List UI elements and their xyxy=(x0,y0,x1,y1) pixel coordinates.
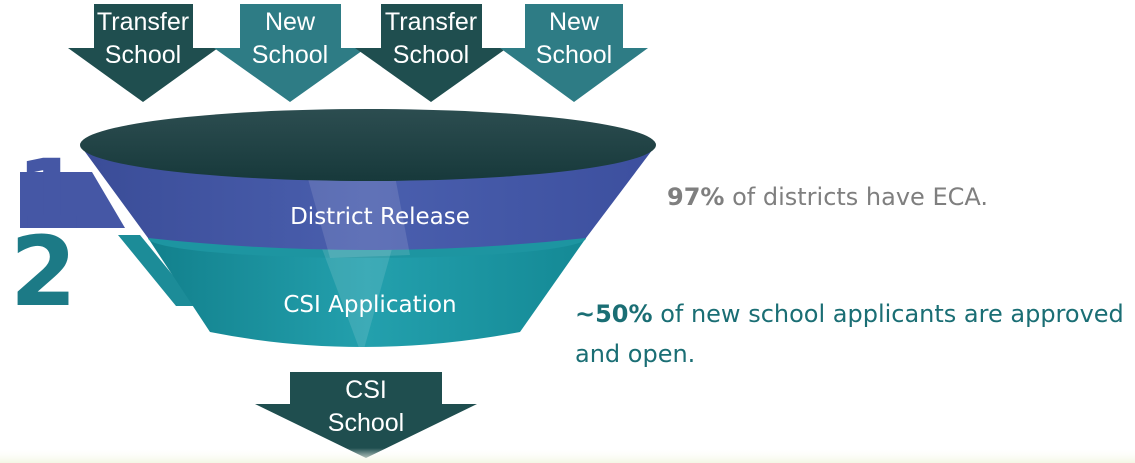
step-2-marker: 2 xyxy=(10,216,198,328)
stat-new-school-approved-text: of new school applicants are approved an… xyxy=(575,300,1124,368)
funnel-label-csi-application: CSI Application xyxy=(283,292,456,318)
top-arrow-3-line1: Transfer xyxy=(385,8,477,36)
top-arrow-4-line1: New xyxy=(549,8,600,36)
top-arrow-2: New School xyxy=(214,4,366,102)
bottom-fade xyxy=(0,448,1135,463)
top-arrow-3: Transfer School xyxy=(355,4,507,102)
top-arrow-1-line1: Transfer xyxy=(97,8,189,36)
top-arrow-2-line2: School xyxy=(252,41,328,69)
step-2-number: 2 xyxy=(10,216,77,328)
funnel-top-rim xyxy=(80,109,656,181)
stat-districts-eca-value: 97% xyxy=(667,183,725,211)
step-1-number: 1 xyxy=(16,139,83,251)
stat-districts-eca: 97% of districts have ECA. xyxy=(667,177,988,217)
top-arrow-4: New School xyxy=(500,4,648,102)
output-arrow-line1: CSI xyxy=(345,376,387,404)
top-arrow-1: Transfer School xyxy=(68,4,218,102)
top-arrow-3-line2: School xyxy=(393,41,469,69)
funnel-label-district-release: District Release xyxy=(290,204,470,230)
output-arrow-line2: School xyxy=(328,409,404,437)
stat-new-school-approved: ~50% of new school applicants are approv… xyxy=(575,294,1135,374)
top-arrow-1-line2: School xyxy=(105,41,181,69)
top-arrow-2-line1: New xyxy=(265,8,316,36)
output-arrow: CSI School xyxy=(255,372,477,458)
top-arrow-4-line2: School xyxy=(536,41,612,69)
stat-districts-eca-text: of districts have ECA. xyxy=(724,183,988,211)
stat-new-school-approved-value: ~50% xyxy=(575,300,653,328)
